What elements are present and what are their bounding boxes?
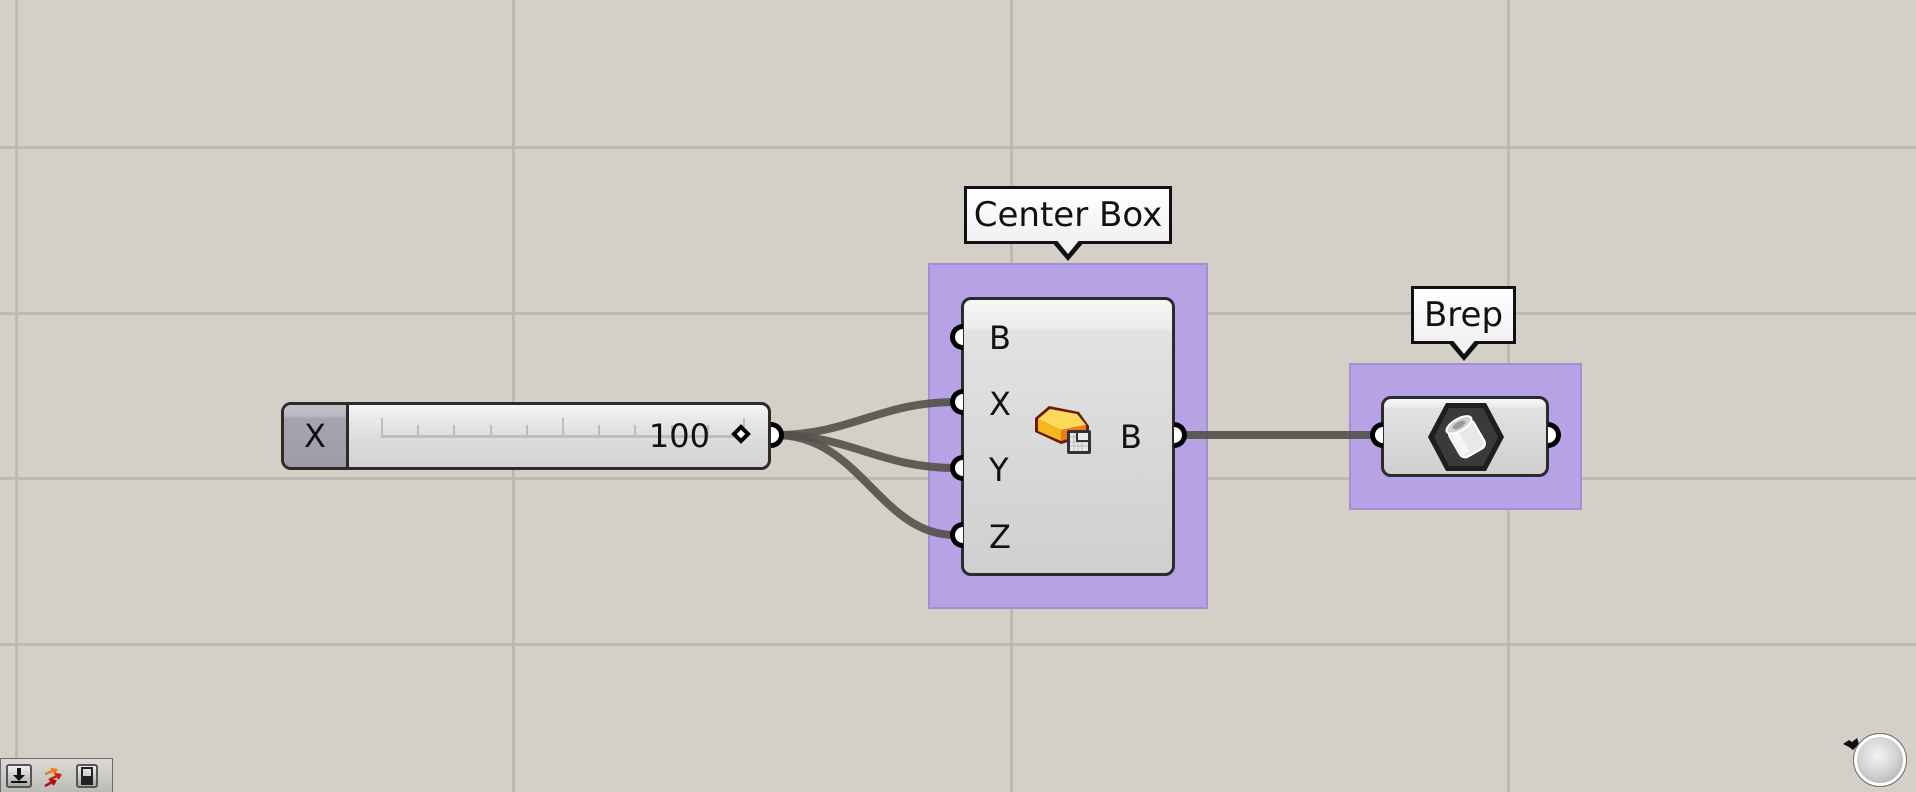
diamond-grip-icon[interactable] xyxy=(731,424,751,444)
brep-component[interactable] xyxy=(1381,396,1549,477)
navigation-compass-icon[interactable] xyxy=(1853,733,1907,787)
input-label-b: B xyxy=(989,319,1011,357)
toggle-panel-icon[interactable] xyxy=(76,764,98,788)
grid-line-vertical xyxy=(512,0,515,792)
input-port-x[interactable] xyxy=(950,389,963,415)
wire-arrows-icon[interactable] xyxy=(41,764,67,788)
brep-output-port[interactable] xyxy=(1548,422,1561,448)
slider-value: 100 xyxy=(648,417,710,455)
output-label-b: B xyxy=(1120,418,1142,456)
slider-tick xyxy=(490,425,492,435)
brep-title: Brep xyxy=(1423,295,1504,335)
slider-tick xyxy=(562,418,564,435)
center-box-component[interactable]: B X Y Z B xyxy=(961,297,1175,576)
compass-pointer-icon xyxy=(1843,738,1859,750)
slider-output-port[interactable] xyxy=(771,422,784,448)
input-label-y: Y xyxy=(989,451,1009,489)
input-port-z[interactable] xyxy=(950,522,963,548)
callout-pointer xyxy=(1051,238,1085,261)
output-port-b[interactable] xyxy=(1174,422,1187,448)
input-port-y[interactable] xyxy=(950,455,963,481)
slider-tick xyxy=(417,425,419,435)
slider-tick xyxy=(634,425,636,435)
slider-tick xyxy=(707,425,709,435)
slider-tick xyxy=(526,425,528,435)
download-icon[interactable] xyxy=(6,764,32,788)
brep-param-icon xyxy=(1428,403,1504,471)
grid-line-horizontal xyxy=(0,146,1916,149)
brep-title-callout: Brep xyxy=(1411,286,1516,361)
input-label-x: X xyxy=(989,385,1011,423)
grid-line-horizontal xyxy=(0,643,1916,646)
slider-track[interactable] xyxy=(381,435,746,438)
canvas-toolbar xyxy=(0,758,113,792)
input-port-b[interactable] xyxy=(950,324,963,350)
center-box-title-callout: Center Box xyxy=(964,186,1172,261)
slider-name: X xyxy=(284,405,349,467)
slider-tick xyxy=(381,418,383,435)
number-slider[interactable]: X 100 xyxy=(281,402,771,470)
grid-line-vertical xyxy=(15,0,18,792)
slider-tick xyxy=(598,425,600,435)
brep-input-port[interactable] xyxy=(1370,422,1383,448)
slider-tick xyxy=(671,425,673,435)
input-label-z: Z xyxy=(989,518,1011,556)
center-box-icon xyxy=(1035,406,1091,454)
slider-tick xyxy=(453,425,455,435)
callout-pointer xyxy=(1446,338,1481,361)
center-box-title: Center Box xyxy=(973,195,1163,235)
